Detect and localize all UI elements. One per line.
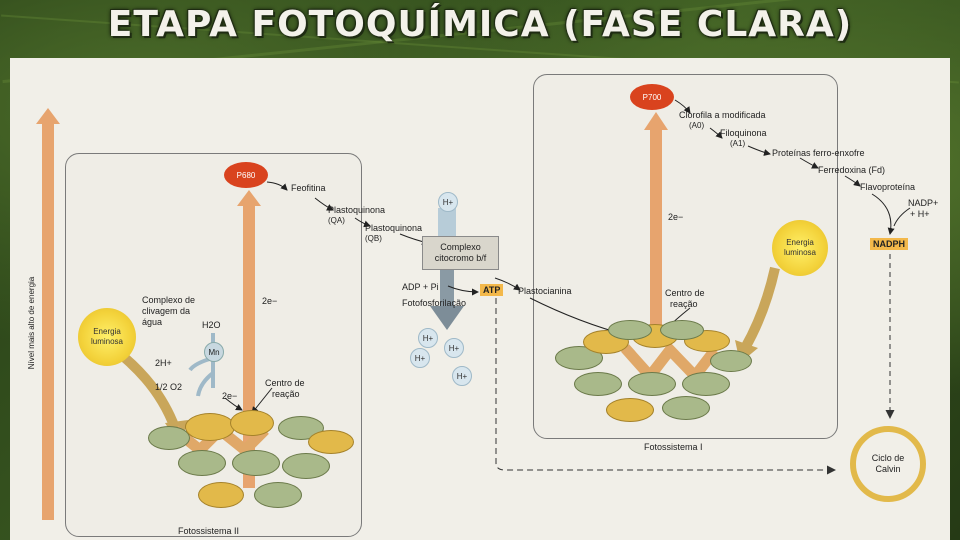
nadp-line1: NADP+ <box>908 198 939 208</box>
two-h-label: 2H+ <box>155 358 172 368</box>
energy-axis-label: Nível mais alto de energia <box>27 276 36 370</box>
water-split-line2: clivagem da <box>142 306 191 316</box>
ps1-disk <box>608 320 652 340</box>
ps2-2e-small: 2e− <box>222 391 238 401</box>
water-split-line3: água <box>142 317 163 327</box>
ps1-light-line1: Energia <box>786 238 814 247</box>
ps1-center-line1: Centro de <box>665 288 705 298</box>
ps2-light-line1: Energia <box>93 327 121 336</box>
h-plus-label: H+ <box>442 197 454 207</box>
diagram-arrows <box>36 99 911 520</box>
ps1-disk <box>662 396 710 420</box>
h-plus-top: H+ <box>438 192 458 212</box>
calvin-line2: Calvin <box>875 464 901 474</box>
ps1-disk <box>606 398 654 422</box>
nadph-tag: NADPH <box>870 238 909 250</box>
ps1-2e: 2e− <box>668 212 684 222</box>
ps2-disk <box>254 482 302 508</box>
ps2-2e-main: 2e− <box>262 296 278 306</box>
h-plus-pool: H+ <box>452 366 472 386</box>
calvin-cycle: Ciclo de Calvin <box>850 426 926 502</box>
ps2-center-line2: reação <box>272 389 300 399</box>
ps1-chain-a1: (A1) <box>730 139 746 148</box>
ps2-chain-plastoquinona-b: Plastoquinona <box>365 223 423 233</box>
mn-label: Mn <box>208 347 220 357</box>
ps2-disk <box>308 430 354 454</box>
ps2-light-line2: luminosa <box>90 337 123 346</box>
p680-node: P680 <box>224 162 268 188</box>
ps1-chain-a0: (A0) <box>689 121 705 130</box>
ps1-center-line2: reação <box>670 299 698 309</box>
mn-node: Mn <box>204 342 224 362</box>
ps1-disk <box>574 372 622 396</box>
ps1-disk <box>682 372 730 396</box>
ps2-disk <box>198 482 244 508</box>
plastocianina-label: Plastocianina <box>518 286 572 296</box>
ps2-center-line1: Centro de <box>265 378 305 388</box>
h-plus-label: H+ <box>414 353 426 363</box>
p700-node: P700 <box>630 84 674 110</box>
ps2-disk <box>148 426 190 450</box>
ps1-disk <box>660 320 704 340</box>
water-split-line1: Complexo de <box>142 295 196 305</box>
ps2-chain-qb: (QB) <box>365 234 382 243</box>
ps2-chain-qa: (QA) <box>328 216 345 225</box>
ps2-light-sun: Energia luminosa <box>78 308 136 366</box>
h-plus-pool: H+ <box>418 328 438 348</box>
h2o-label: H2O <box>202 320 221 330</box>
ps1-chain-ferroenxofre: Proteínas ferro-enxofre <box>772 148 865 158</box>
p700-label: P700 <box>642 92 662 102</box>
o2-label: 1/2 O2 <box>155 382 183 392</box>
ps1-chain-flavoproteina: Flavoproteína <box>860 182 916 192</box>
cytochrome-line2: citocromo b/f <box>434 253 487 263</box>
ps2-disk <box>282 453 330 479</box>
page-title: ETAPA FOTOQUÍMICA (FASE CLARA) <box>107 4 853 45</box>
diagram-panel: Nível mais alto de energia P680 Feofitin… <box>10 58 950 540</box>
ps1-name: Fotossistema I <box>644 442 703 452</box>
ps2-name: Fotossistema II <box>178 526 240 536</box>
ps1-light-sun: Energia luminosa <box>772 220 828 276</box>
ps2-chain-feofitina: Feofitina <box>291 183 326 193</box>
ps2-disk <box>185 413 235 441</box>
ps1-chain-filoquinona: Filoquinona <box>720 128 767 138</box>
h-plus-label: H+ <box>456 371 468 381</box>
h-plus-label: H+ <box>422 333 434 343</box>
ps2-chain-plastoquinona-a: Plastoquinona <box>328 205 386 215</box>
cytochrome-box: Complexo citocromo b/f <box>422 236 499 270</box>
calvin-line1: Ciclo de <box>871 453 905 463</box>
nadp-line2: + H+ <box>910 209 930 219</box>
atp-tag: ATP <box>480 284 504 296</box>
fotofosforilacao-label: Fotofosforilação <box>402 298 467 308</box>
h-plus-label: H+ <box>448 343 460 353</box>
adp-label: ADP + Pi <box>402 282 439 292</box>
ps1-chain-ferredoxina: Ferredoxina (Fd) <box>818 165 886 175</box>
ps2-disk <box>230 410 274 436</box>
ps1-chain-clorofila: Clorofila a modificada <box>679 110 766 120</box>
ps2-disk <box>232 450 280 476</box>
ps1-light-line2: luminosa <box>783 248 816 257</box>
p680-label: P680 <box>236 170 256 180</box>
cytochrome-line1: Complexo <box>440 242 481 252</box>
ps1-disk <box>583 330 629 354</box>
ps2-disk <box>178 450 226 476</box>
h-plus-pool: H+ <box>444 338 464 358</box>
ps1-disk <box>710 350 752 372</box>
h-plus-pool: H+ <box>410 348 430 368</box>
ps1-disk <box>628 372 676 396</box>
